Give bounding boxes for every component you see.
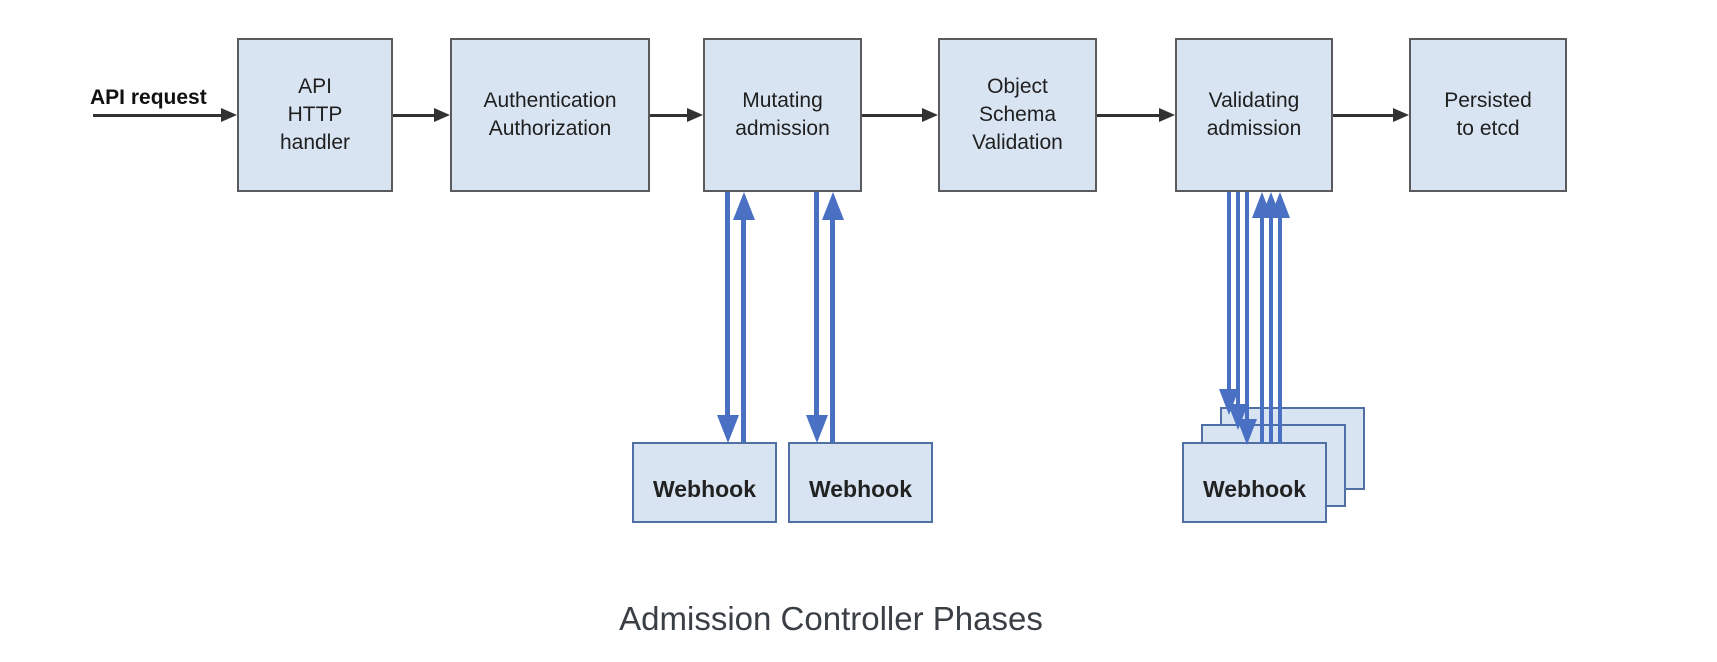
webhook-return-arrow-line [1260,218,1264,443]
phase-label: Object Schema Validation [972,75,1063,154]
webhook-return-arrowhead-up [822,192,844,220]
webhook-return-arrowhead-up [1270,192,1290,218]
flow-arrowhead [922,108,938,122]
webhook-label: Webhook [652,476,757,502]
phase-box-authentication-authorization: Authentication Authorization [450,38,650,192]
phase-box-object-schema-validation: Object Schema Validation [938,38,1097,192]
mutating-webhook-box-2: Webhook [788,442,933,523]
phase-box-api-http-handler: API HTTP handler [237,38,393,192]
flow-arrow-line [1097,114,1160,117]
webhook-call-arrow-line [1236,192,1240,404]
webhook-return-arrow-line [741,220,746,442]
mutating-webhook-box-1: Webhook [632,442,777,523]
webhook-call-arrow-line [1245,192,1249,419]
webhook-label: Webhook [1202,476,1307,502]
phase-box-mutating-admission: Mutating admission [703,38,862,192]
flow-arrow-line [393,114,435,117]
api-request-arrowhead [221,108,237,122]
validating-webhook-box-front: Webhook [1182,442,1327,523]
webhook-call-arrow-line [725,192,730,415]
webhook-call-arrowhead-down [717,415,739,443]
api-request-arrow-line [93,114,223,117]
flow-arrow-line [650,114,688,117]
phase-label: Validating admission [1206,89,1302,140]
webhook-return-arrowhead-up [733,192,755,220]
flow-arrowhead [1159,108,1175,122]
phase-label: Persisted to etcd [1444,89,1532,140]
flow-arrowhead [434,108,450,122]
phase-label: Authentication Authorization [483,89,617,140]
webhook-return-arrow-line [1269,218,1273,443]
api-request-label: API request [90,86,207,109]
flow-arrowhead [1393,108,1409,122]
webhook-call-arrowhead-down [806,415,828,443]
webhook-return-arrow-line [830,220,835,442]
webhook-call-arrow-line [1227,192,1231,389]
webhook-return-arrow-line [1278,218,1282,443]
flow-arrowhead [687,108,703,122]
flow-arrow-line [1333,114,1394,117]
diagram-caption: Admission Controller Phases [619,600,1043,637]
webhook-call-arrow-line [814,192,819,415]
flow-arrow-line [862,114,923,117]
webhook-label: Webhook [808,476,913,502]
phase-box-persisted-to-etcd: Persisted to etcd [1409,38,1567,192]
phase-label: API HTTP handler [279,75,351,154]
phase-label: Mutating admission [735,89,830,140]
phase-box-validating-admission: Validating admission [1175,38,1333,192]
webhook-call-arrowhead-down [1237,419,1257,445]
